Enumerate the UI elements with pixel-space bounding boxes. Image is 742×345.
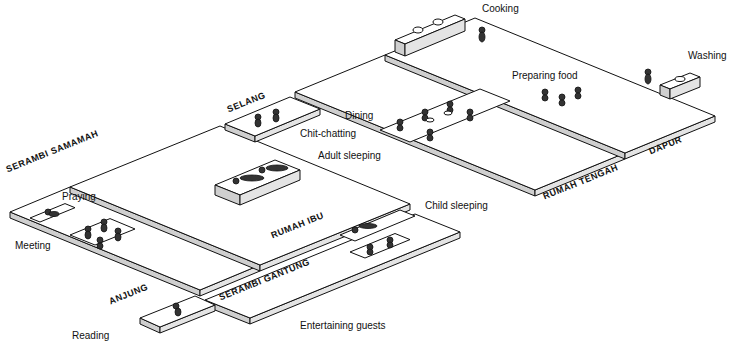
platform-outline (205, 214, 460, 324)
activity-label: Washing (688, 50, 727, 61)
activity-label: Reading (72, 330, 109, 341)
platform-outline (140, 296, 215, 333)
platform-floor (140, 296, 215, 327)
platform-floor (205, 214, 460, 318)
zone-name: ANJUNG (108, 283, 150, 308)
platform-outline (385, 18, 715, 159)
activity-label: Adult sleeping (318, 150, 381, 161)
activity-label: Cooking (482, 3, 519, 14)
activity-label: Preparing food (512, 70, 578, 81)
activity-label: Praying (62, 191, 96, 202)
house-zone-platform: SERAMBI GANTUNGEntertaining guests (205, 214, 460, 324)
activity-label: Child sleeping (425, 200, 488, 211)
activity-label: Entertaining guests (300, 320, 386, 331)
platform-floor (385, 18, 715, 153)
activity-label: Meeting (15, 240, 51, 251)
house-zone-platform: ANJUNGReading (140, 296, 215, 333)
activity-label: Dining (345, 110, 373, 121)
zone-name: SERAMBI SAMAMAH (5, 129, 100, 175)
house-zone-platform: DAPURCookingPreparing foodWashing (385, 18, 715, 159)
house-zone-platform: SELANGChit-chatting (225, 97, 320, 142)
activity-label: Chit-chatting (300, 128, 356, 139)
